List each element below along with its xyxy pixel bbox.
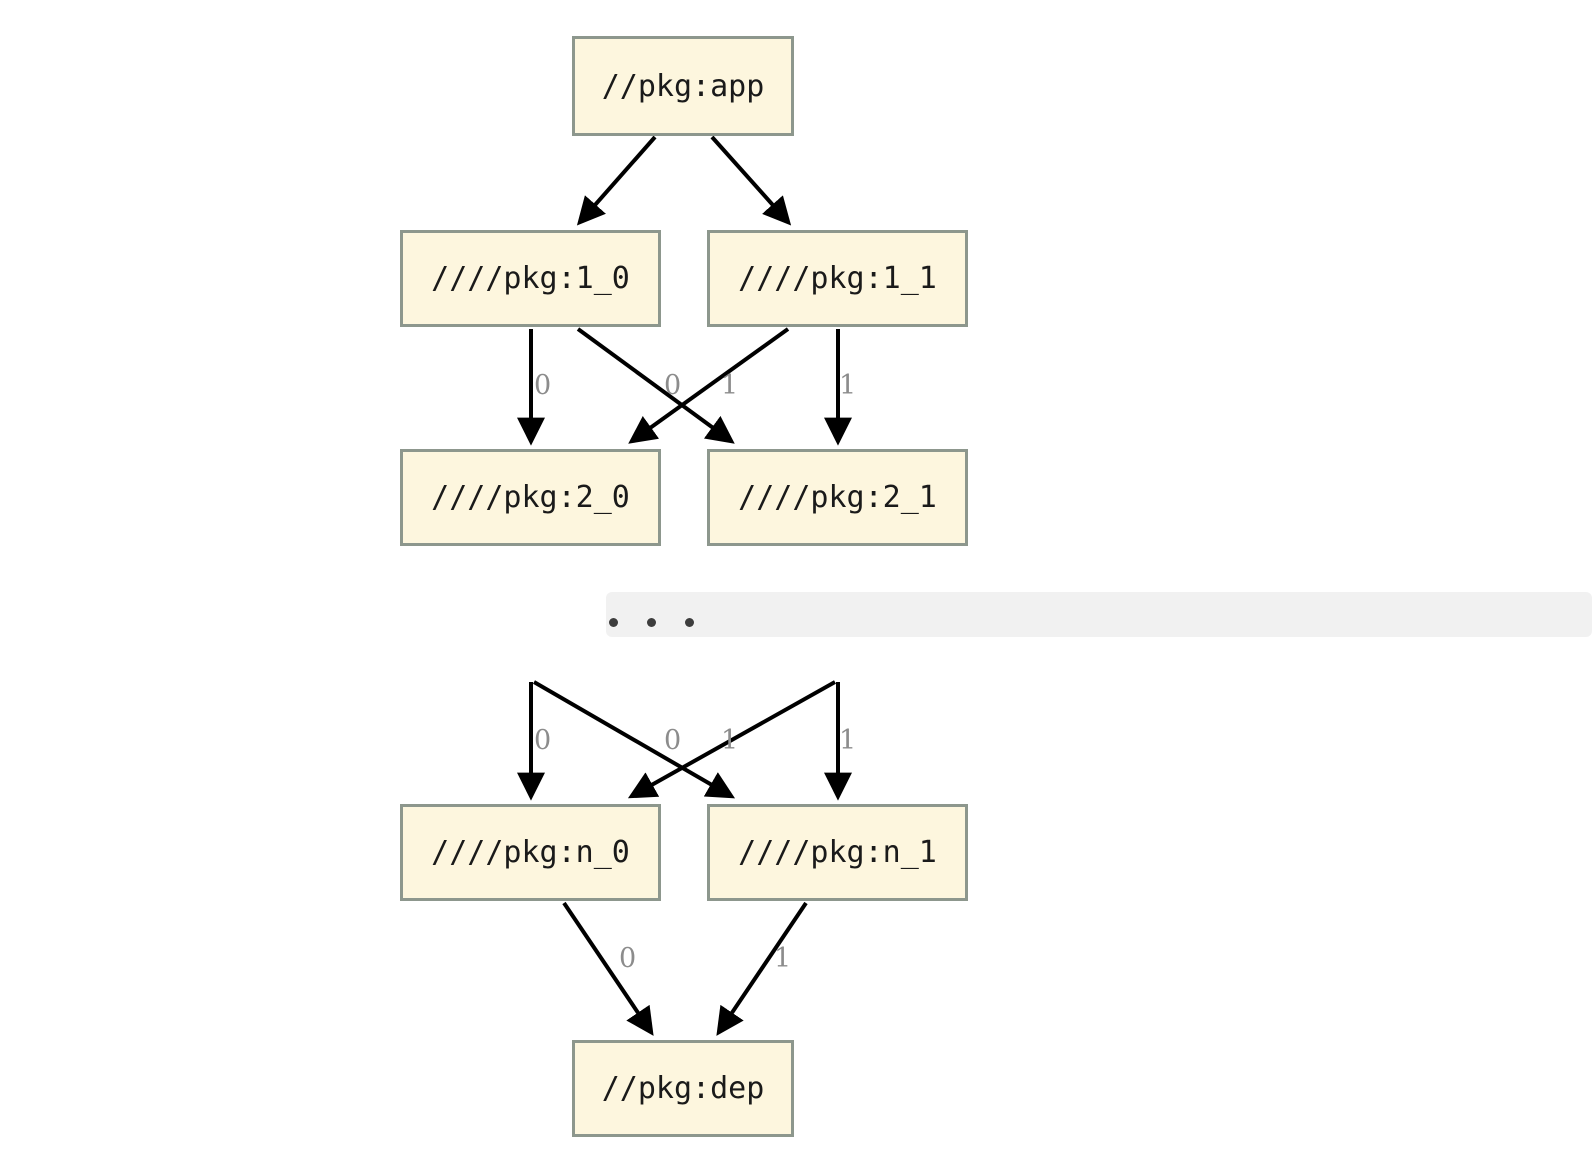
node-label: ////pkg:2_1 [738,480,937,515]
node-pkg-n_0[interactable]: ////pkg:n_0 [400,804,661,901]
edge-label-n_0-dep: 0 [619,943,637,974]
edge-label-elided-n_1-cross: 0 [664,725,682,756]
node-pkg-n_1[interactable]: ////pkg:n_1 [707,804,968,901]
edge-label-elided-n_1-straight: 1 [839,725,857,756]
edge-n_1-to-dep [716,901,808,1036]
node-pkg-2_1[interactable]: ////pkg:2_1 [707,449,968,546]
edge-elided-to-n_1-cross [532,680,736,799]
edge-app-to-1_0 [576,135,657,226]
node-pkg-app[interactable]: //pkg:app [572,36,794,136]
edge-label-n_1-dep: 1 [774,943,792,974]
ellipsis-dot [647,618,656,627]
node-label: ////pkg:1_1 [738,261,937,296]
elision-ellipsis-icon [609,618,694,627]
node-label: //pkg:dep [601,1071,765,1106]
node-label: ////pkg:2_0 [431,480,630,515]
node-label: ////pkg:n_1 [738,835,937,870]
edge-label-1_0-2_0: 0 [534,370,552,401]
node-pkg-1_0[interactable]: ////pkg:1_0 [400,230,661,327]
node-label: //pkg:app [601,68,765,104]
node-label: ////pkg:n_0 [431,835,630,870]
edge-app-to-1_1 [710,135,792,226]
edge-n_0-to-dep [562,901,654,1036]
elision-band [606,592,1592,637]
edge-label-1_1-2_1: 1 [839,370,857,401]
ellipsis-dot [609,618,618,627]
edge-label-elided-n_0-straight: 0 [534,725,552,756]
edge-elided-to-n_0-cross [627,680,836,799]
ellipsis-dot [685,618,694,627]
edge-1_0-to-2_1 [576,327,735,444]
edge-label-elided-n_0-cross: 1 [721,725,739,756]
edge-label-1_0-2_1: 0 [664,370,682,401]
edge-label-1_1-2_0: 1 [721,370,739,401]
edge-1_1-to-2_0 [628,327,790,444]
node-pkg-dep[interactable]: //pkg:dep [572,1040,794,1137]
node-label: ////pkg:1_0 [431,261,630,296]
node-pkg-2_0[interactable]: ////pkg:2_0 [400,449,661,546]
node-pkg-1_1[interactable]: ////pkg:1_1 [707,230,968,327]
